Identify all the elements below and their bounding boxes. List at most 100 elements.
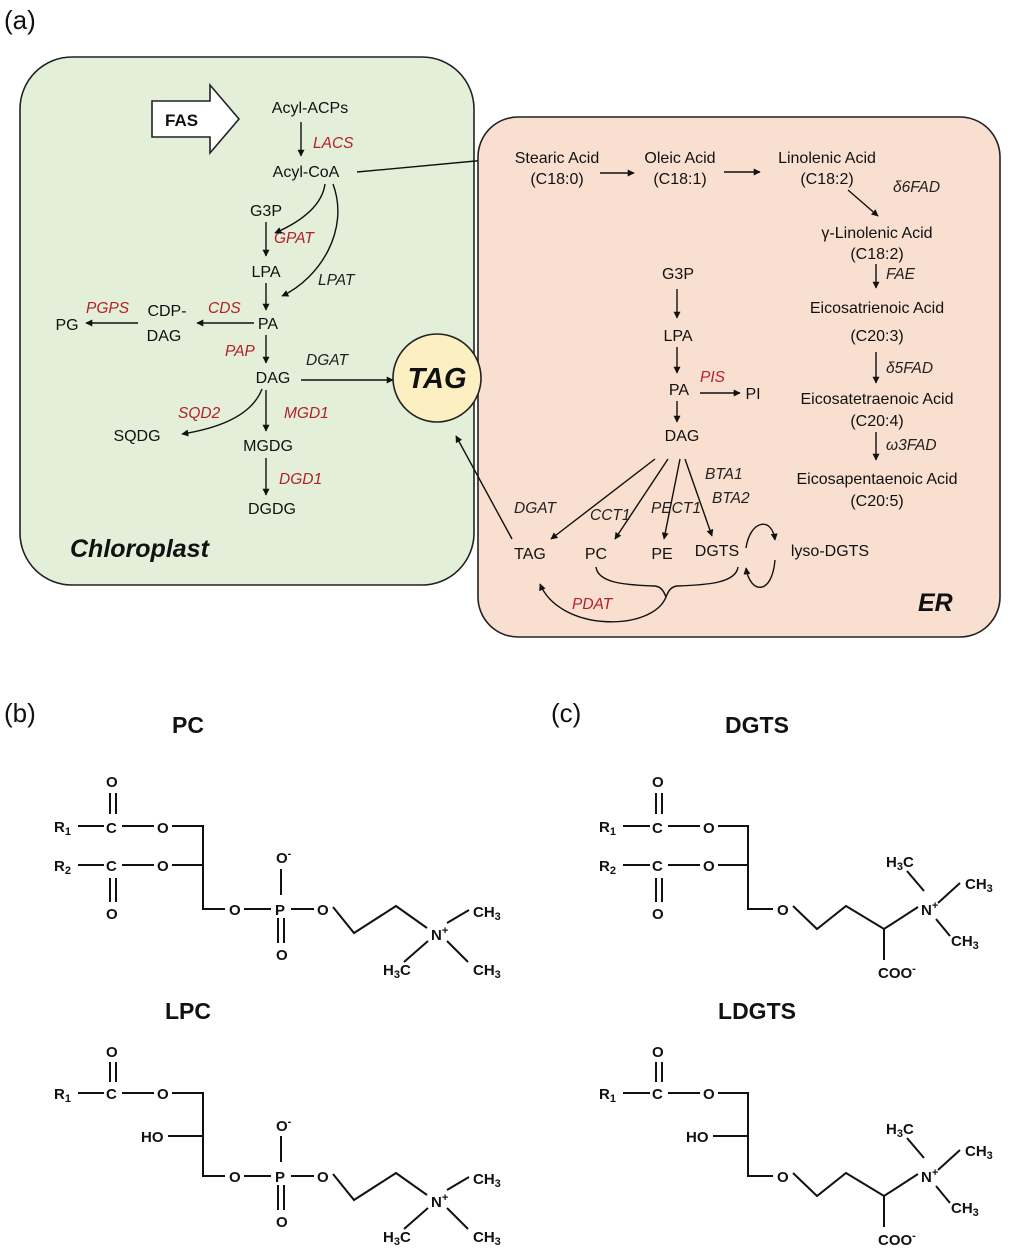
tag-label: TAG — [407, 363, 466, 395]
atom-r1: R1 — [599, 819, 616, 838]
atom-o-carbonyl: O — [106, 1044, 118, 1061]
arrow-dag-to-pc — [614, 458, 669, 540]
panel-a-label: (a) — [4, 5, 36, 35]
node-dag-chloroplast: DAG — [256, 370, 291, 387]
node-linolenic-c: (C18:2) — [800, 171, 853, 188]
atom-r1: R1 — [54, 1086, 71, 1105]
atom-o-phosphoryl: O — [276, 947, 288, 964]
atom-c2: C — [106, 858, 117, 875]
atom-o-carbonyl2: O — [106, 906, 118, 923]
node-gamma-linolenic: γ-Linolenic Acid — [821, 225, 932, 242]
enzyme-pap: PAP — [225, 343, 256, 360]
enzyme-lacs: LACS — [313, 135, 354, 152]
atom-o-minus: O- — [276, 848, 292, 867]
node-eicosapentaenoic-c: (C20:5) — [850, 493, 903, 510]
title-dgts: DGTS — [725, 712, 789, 738]
chloroplast-compartment: Chloroplast FAS Acyl-ACPs Acyl-CoA G3P L… — [19, 56, 475, 586]
enzyme-pdat: PDAT — [572, 596, 614, 613]
atom-ch3-a: CH3 — [473, 904, 501, 923]
node-g3p-chloroplast: G3P — [250, 203, 282, 220]
arrow-dag-to-dgts — [684, 458, 714, 537]
node-eicosatrienoic-c: (C20:3) — [850, 328, 903, 345]
atom-r1: R1 — [599, 1086, 616, 1105]
atom-o-minus: O- — [276, 1116, 292, 1135]
atom-o-glycerol: O — [229, 1169, 241, 1186]
atom-coo-minus: COO- — [878, 1230, 916, 1249]
atom-o-carbonyl: O — [652, 1044, 664, 1061]
node-lyso-dgts: lyso-DGTS — [791, 543, 869, 560]
atom-ho: HO — [686, 1129, 709, 1146]
atom-o-carbonyl1: O — [106, 774, 118, 791]
atom-c1: C — [106, 1086, 117, 1103]
node-pa-chloroplast: PA — [258, 316, 278, 333]
enzyme-bta1: BTA1 — [705, 466, 743, 483]
node-pa-er: PA — [669, 382, 689, 399]
atom-o-phosphate: O — [317, 1169, 329, 1186]
atom-c1: C — [652, 1086, 663, 1103]
node-oleic-c: (C18:1) — [653, 171, 706, 188]
enzyme-dgd1: DGD1 — [279, 471, 322, 488]
atom-o-ether: O — [777, 902, 789, 919]
atom-p: P — [275, 902, 285, 919]
node-lpa-chloroplast: LPA — [251, 264, 280, 281]
atom-h3c: H3C — [886, 854, 914, 873]
atom-o-glycerol: O — [229, 902, 241, 919]
node-pg: PG — [55, 317, 78, 334]
title-pc: PC — [172, 712, 204, 738]
atom-ch3-b: CH3 — [951, 1200, 979, 1219]
atom-o-ester: O — [703, 1086, 715, 1103]
node-pe: PE — [651, 546, 672, 563]
node-acyl-acps: Acyl-ACPs — [272, 100, 348, 117]
node-eicosapentaenoic: Eicosapentaenoic Acid — [797, 471, 958, 488]
enzyme-pis: PIS — [700, 369, 726, 386]
atom-o-phosphate: O — [317, 902, 329, 919]
atom-h3c: H3C — [886, 1121, 914, 1140]
enzyme-mgd1: MGD1 — [284, 405, 329, 422]
er-title: ER — [918, 589, 953, 617]
atom-o-ester2: O — [703, 858, 715, 875]
node-dgdg: DGDG — [248, 501, 296, 518]
node-dag-er: DAG — [665, 428, 700, 445]
atom-h3c: H3C — [383, 962, 411, 981]
enzyme-cds: CDS — [208, 300, 241, 317]
atom-o-ester: O — [157, 1086, 169, 1103]
atom-coo-minus: COO- — [878, 963, 916, 982]
enzyme-cct1: CCT1 — [590, 507, 630, 524]
enzyme-pect1: PECT1 — [651, 500, 701, 517]
fas-block-arrow — [151, 82, 241, 156]
node-g3p-er: G3P — [662, 266, 694, 283]
atom-o-ether: O — [777, 1169, 789, 1186]
node-mgdg: MGDG — [243, 438, 293, 455]
chloroplast-box — [19, 56, 475, 586]
arrow-coa-to-pa — [281, 183, 339, 297]
atom-o-ester1: O — [157, 820, 169, 837]
node-eicosatetraenoic: Eicosatetraenoic Acid — [801, 391, 954, 408]
node-oleic: Oleic Acid — [644, 150, 715, 167]
enzyme-fae: FAE — [886, 266, 916, 283]
node-acyl-coa: Acyl-CoA — [273, 164, 340, 181]
atom-n-plus: N+ — [921, 900, 938, 919]
structure-dgts: DGTS R1 R2 C C O O O O O N+ H3C CH3 CH3 … — [599, 712, 993, 982]
atom-c1: C — [652, 820, 663, 837]
atom-ch3-a: CH3 — [965, 1143, 993, 1162]
tag-node — [392, 333, 482, 423]
arrow-coa-to-g3p — [274, 183, 326, 234]
atom-n-plus: N+ — [921, 1167, 938, 1186]
node-stearic-c: (C18:0) — [530, 171, 583, 188]
atom-n-plus: N+ — [431, 925, 448, 944]
node-pc: PC — [585, 546, 607, 563]
structure-ldgts: LDGTS R1 C O O HO O N+ H3C CH3 CH3 COO- — [599, 998, 993, 1249]
enzyme-dgat-chloroplast: DGAT — [306, 352, 349, 369]
node-stearic: Stearic Acid — [515, 150, 599, 167]
atom-r2: R2 — [599, 858, 616, 877]
atom-ch3-a: CH3 — [965, 876, 993, 895]
node-lpa-er: LPA — [663, 328, 692, 345]
arrow-pdat-to-tag — [539, 583, 667, 623]
panel-b-label: (b) — [4, 698, 36, 728]
enzyme-d5fad: δ5FAD — [886, 360, 933, 377]
atom-r1: R1 — [54, 819, 71, 838]
atom-o-ester1: O — [703, 820, 715, 837]
structure-lpc: LPC R1 C O O HO O P O- O O N+ CH3 CH3 H3… — [54, 998, 501, 1248]
atom-ch3-b: CH3 — [951, 933, 979, 952]
